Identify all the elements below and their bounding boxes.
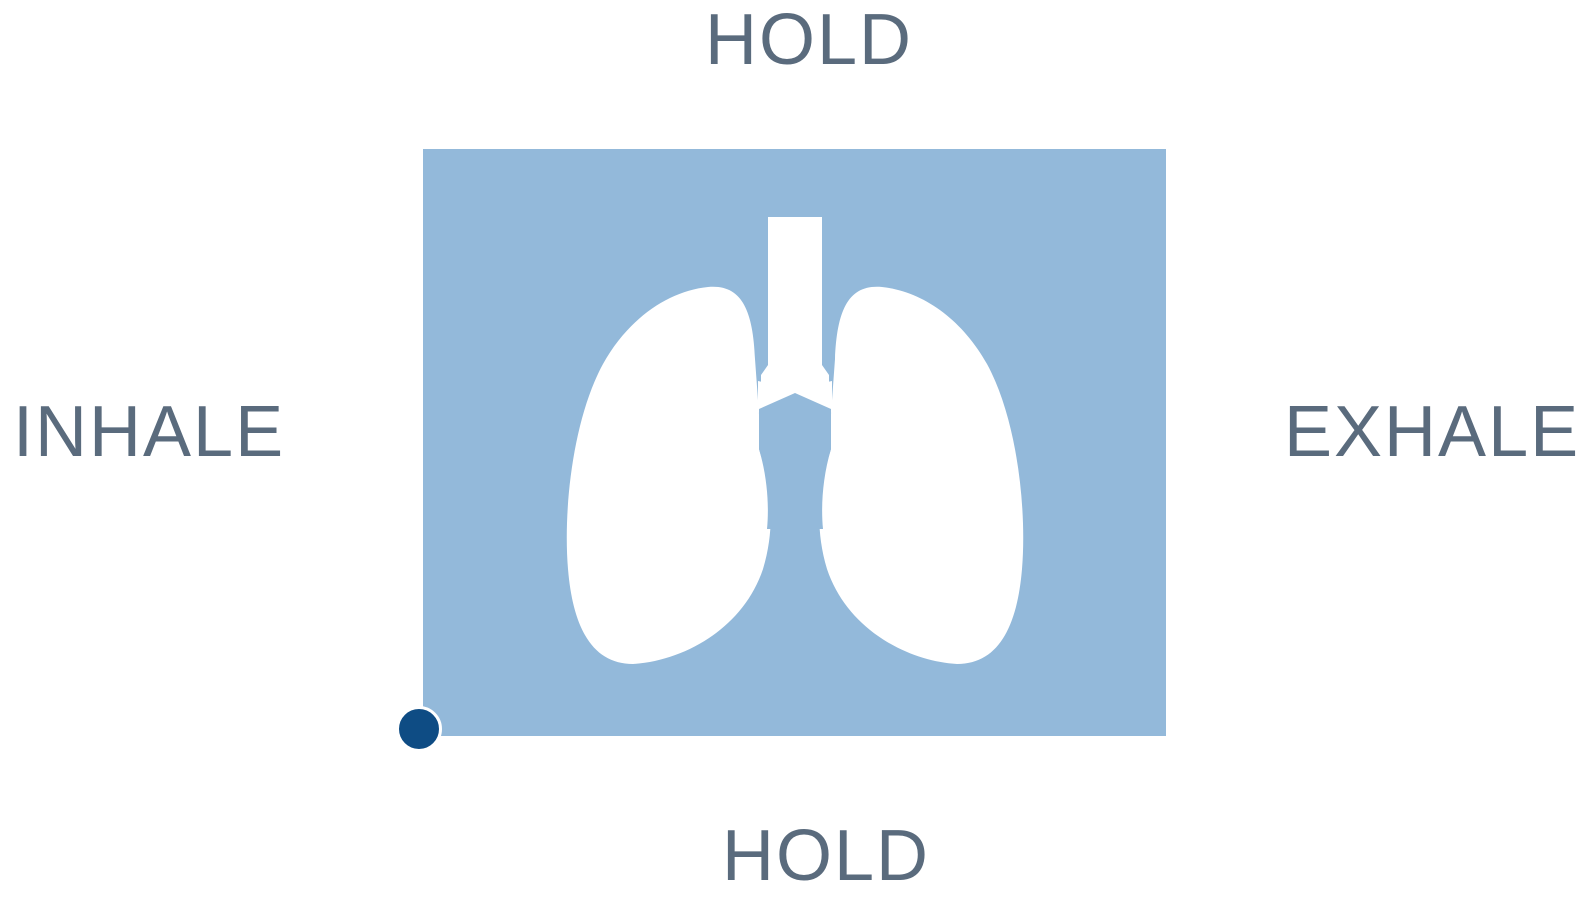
hold-top-label: HOLD xyxy=(705,4,913,76)
hold-bottom-label: HOLD xyxy=(722,820,930,892)
exhale-label: EXHALE xyxy=(1284,396,1580,468)
inhale-label: INHALE xyxy=(13,396,285,468)
breathing-box xyxy=(423,149,1166,736)
progress-dot-icon xyxy=(396,706,442,752)
lungs-icon xyxy=(423,149,1166,736)
